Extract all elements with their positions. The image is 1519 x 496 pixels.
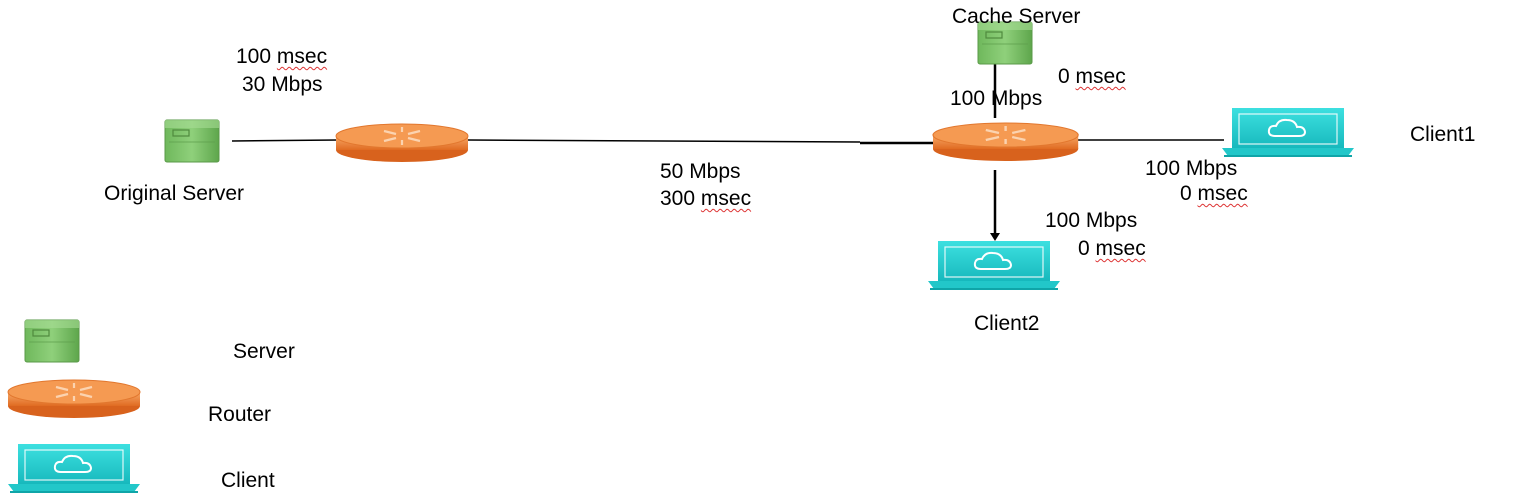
client2-link-delay: 0 msec	[1078, 237, 1146, 261]
backbone-link-delay-value: 300	[660, 187, 696, 210]
client1-link-delay-unit: msec	[1197, 182, 1248, 205]
router-1-icon	[334, 122, 470, 164]
client1-icon	[1221, 107, 1355, 157]
backbone-link-delay-unit: msec	[700, 187, 752, 210]
client2-link-delay-value: 0	[1078, 237, 1090, 260]
cache-link-bandwidth: 100 Mbps	[950, 87, 1043, 110]
origin-link-bandwidth: 30 Mbps	[242, 73, 323, 96]
client1-label: Client1	[1410, 123, 1476, 146]
link-router-router	[467, 139, 861, 143]
origin-link-delay-value: 100	[236, 45, 272, 68]
client2-link-delay-unit: msec	[1095, 237, 1146, 260]
cache-link-delay-unit: msec	[1075, 65, 1126, 88]
client2-label: Client2	[974, 312, 1040, 335]
legend-client-label: Client	[221, 469, 275, 492]
backbone-link-delay: 300 msec	[660, 187, 751, 211]
legend-router-label: Router	[208, 403, 272, 426]
link-original-server-router	[231, 139, 339, 142]
legend-server-icon	[24, 319, 80, 363]
legend-client-icon	[7, 443, 141, 493]
backbone-link-bandwidth: 50 Mbps	[660, 160, 741, 183]
client2-icon	[927, 240, 1061, 290]
link-arrowhead	[990, 233, 1000, 241]
client1-link-delay-value: 0	[1180, 182, 1192, 205]
client1-link-bandwidth: 100 Mbps	[1145, 157, 1238, 180]
legend-server-label: Server	[233, 340, 295, 363]
client2-link-bandwidth: 100 Mbps	[1045, 209, 1138, 232]
legend-router-icon	[6, 378, 142, 420]
cache-server-label: Cache Server	[952, 5, 1081, 28]
cache-link-delay: 0 msec	[1058, 65, 1126, 89]
original-server-icon	[164, 119, 220, 163]
cache-link-delay-value: 0	[1058, 65, 1070, 88]
client1-link-delay: 0 msec	[1180, 182, 1248, 206]
original-server-label: Original Server	[104, 182, 245, 205]
origin-link-delay-unit: msec	[276, 45, 328, 68]
router-2-icon	[931, 121, 1080, 163]
origin-link-delay: 100 msec	[236, 45, 327, 69]
